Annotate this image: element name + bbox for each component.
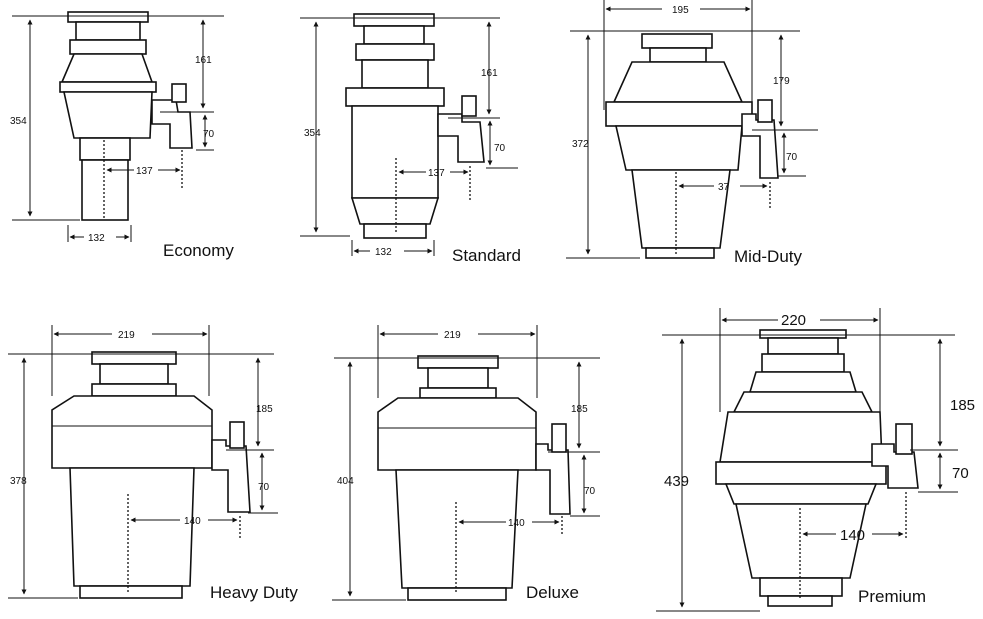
model-mid-duty: 195 372 179 70 37 Mid-Duty bbox=[566, 0, 818, 266]
standard-base-label: 132 bbox=[375, 247, 392, 258]
standard-offset-label: 137 bbox=[428, 168, 445, 179]
deluxe-offset-label: 140 bbox=[508, 518, 525, 529]
economy-unit-drawing bbox=[59, 11, 193, 221]
standard-top-label: 161 bbox=[481, 68, 498, 79]
deluxe-top-label: 185 bbox=[571, 404, 588, 415]
standard-height-label: 354 bbox=[304, 128, 321, 139]
economy-top-label: 161 bbox=[195, 55, 212, 66]
premium-top-label: 185 bbox=[950, 397, 975, 414]
deluxe-unit-drawing bbox=[377, 355, 571, 601]
mid-duty-outlet-label: 70 bbox=[786, 152, 798, 163]
heavy-duty-width-label: 219 bbox=[118, 330, 135, 341]
model-standard: 354 161 70 137 132 Standard bbox=[300, 13, 521, 265]
heavy-duty-outlet-label: 70 bbox=[258, 482, 270, 493]
mid-duty-top-label: 179 bbox=[773, 76, 790, 87]
model-deluxe: 219 404 185 70 140 Deluxe bbox=[332, 325, 600, 602]
economy-base-label: 132 bbox=[88, 233, 105, 244]
economy-name: Economy bbox=[163, 241, 234, 260]
heavy-duty-offset-label: 140 bbox=[184, 516, 201, 527]
mid-duty-width-label: 195 bbox=[672, 5, 689, 16]
heavy-duty-height-label: 378 bbox=[10, 476, 27, 487]
deluxe-outlet-label: 70 bbox=[584, 486, 596, 497]
economy-offset-label: 137 bbox=[136, 166, 153, 177]
standard-unit-drawing bbox=[345, 13, 485, 239]
standard-outlet-label: 70 bbox=[494, 143, 506, 154]
mid-duty-name: Mid-Duty bbox=[734, 247, 803, 266]
deluxe-name: Deluxe bbox=[526, 583, 579, 602]
premium-width-label: 220 bbox=[781, 312, 806, 329]
mid-duty-height-label: 372 bbox=[572, 139, 589, 150]
model-heavy-duty: 219 378 185 70 140 Heavy Duty bbox=[8, 325, 298, 602]
mid-duty-offset-label: 37 bbox=[718, 182, 730, 193]
premium-name: Premium bbox=[858, 587, 926, 606]
premium-unit-drawing bbox=[715, 329, 919, 607]
deluxe-height-label: 404 bbox=[337, 476, 354, 487]
heavy-duty-unit-drawing bbox=[51, 351, 251, 599]
heavy-duty-top-label: 185 bbox=[256, 404, 273, 415]
premium-height-label: 439 bbox=[664, 473, 689, 490]
standard-name: Standard bbox=[452, 246, 521, 265]
model-economy: 354 161 70 137 132 Economy bbox=[10, 11, 234, 260]
premium-outlet-label: 70 bbox=[952, 465, 969, 482]
economy-outlet-label: 70 bbox=[203, 129, 215, 140]
deluxe-width-label: 219 bbox=[444, 330, 461, 341]
model-premium: 220 439 185 70 140 Premium bbox=[656, 308, 975, 612]
premium-offset-label: 140 bbox=[840, 527, 865, 544]
mid-duty-unit-drawing bbox=[605, 33, 779, 259]
economy-height-label: 354 bbox=[10, 116, 27, 127]
heavy-duty-name: Heavy Duty bbox=[210, 583, 298, 602]
